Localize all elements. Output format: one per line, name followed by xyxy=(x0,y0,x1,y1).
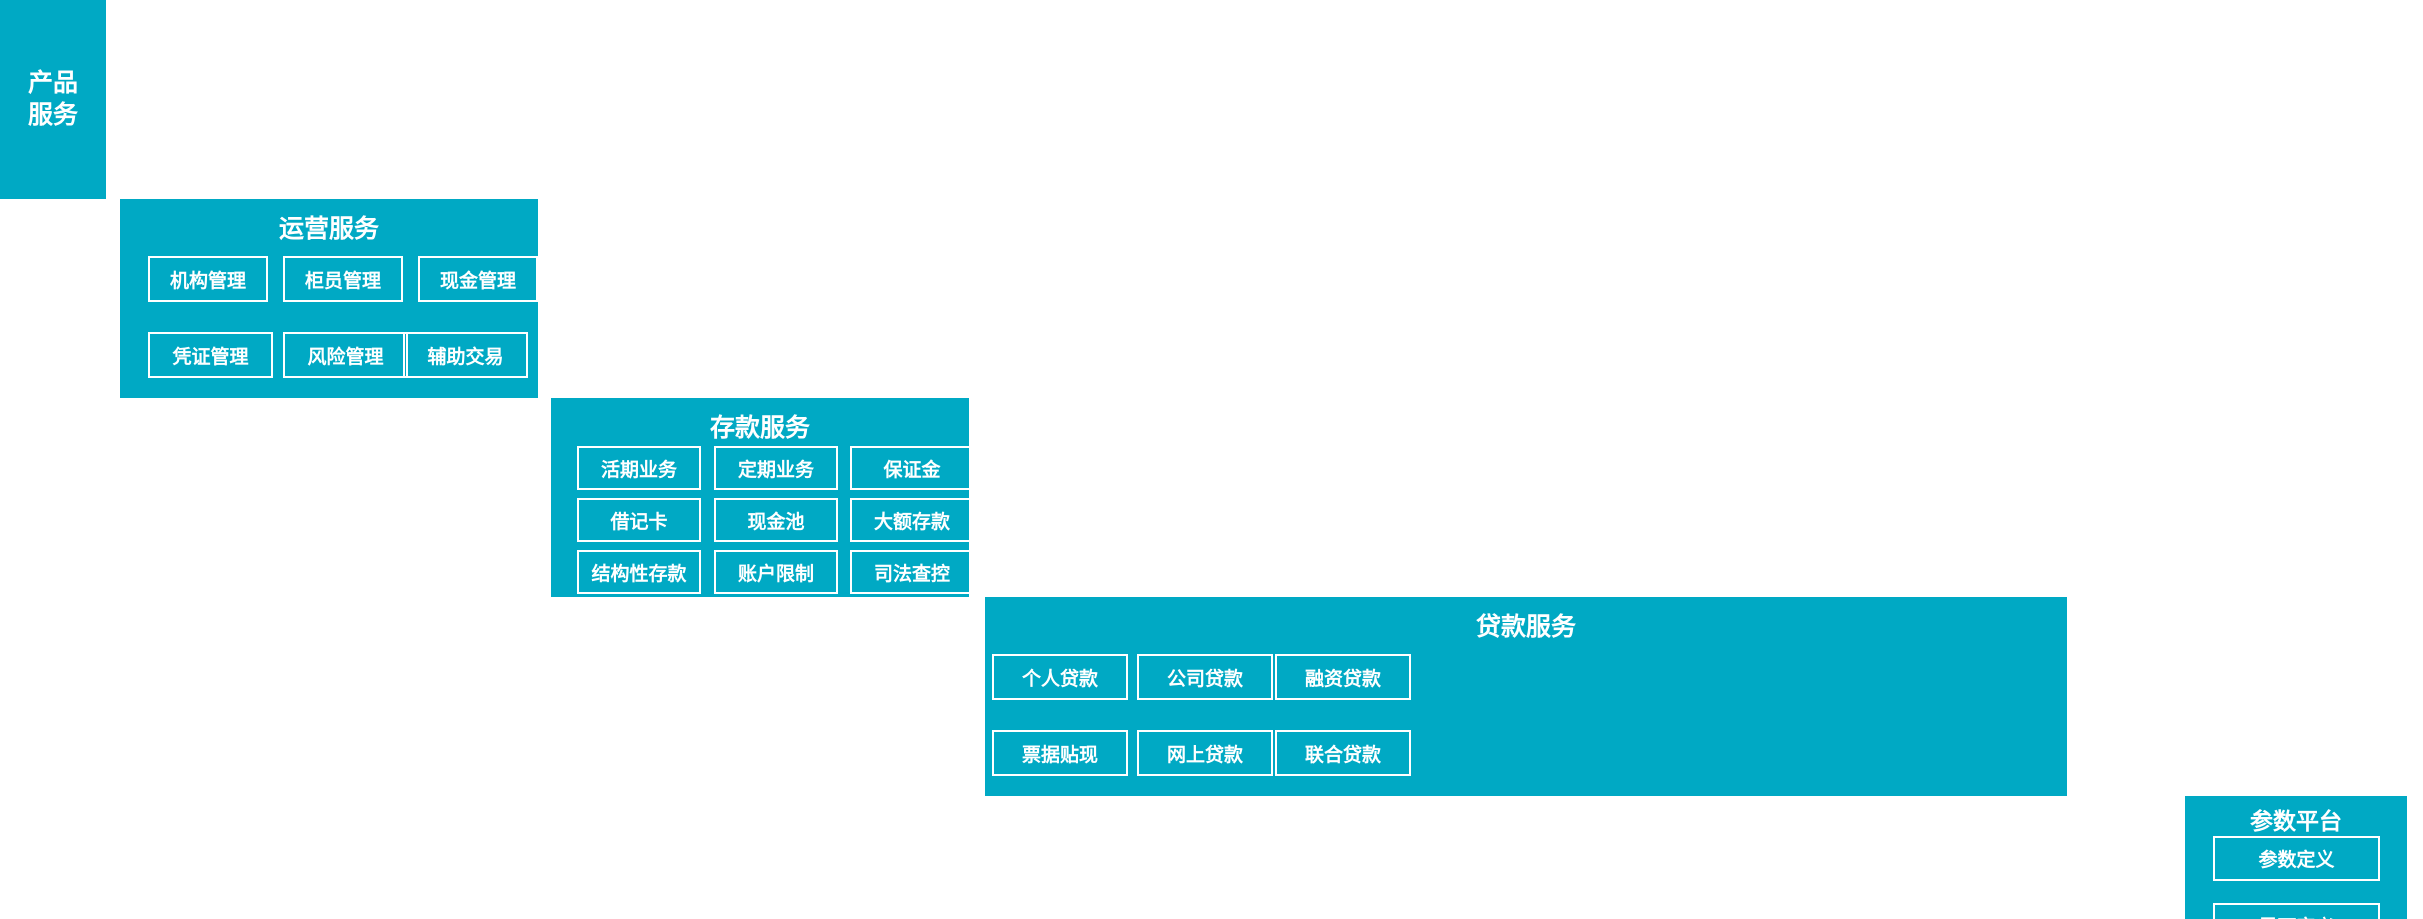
cell-judicial-control[interactable]: 司法查控 xyxy=(850,550,974,594)
cell-cash-pool[interactable]: 现金池 xyxy=(714,498,838,542)
group-loan-service: 贷款服务 个人贷款 公司贷款 融资贷款 票据贴现 网上贷款 联合贷款 xyxy=(985,597,2067,796)
cell-debit-card[interactable]: 借记卡 xyxy=(577,498,701,542)
cell-financing-loan[interactable]: 融资贷款 xyxy=(1275,654,1411,700)
cell-online-loan[interactable]: 网上贷款 xyxy=(1137,730,1273,776)
group-title-operation: 运营服务 xyxy=(278,215,379,243)
cell-corporate-loan[interactable]: 公司贷款 xyxy=(1137,654,1273,700)
group-deposit-service: 存款服务 活期业务 定期业务 保证金 借记卡 现金池 大额存款 结构性存款 账户… xyxy=(551,398,974,597)
cell-account-restriction[interactable]: 账户限制 xyxy=(714,550,838,594)
cell-personal-loan[interactable]: 个人贷款 xyxy=(992,654,1128,700)
cell-org-management[interactable]: 机构管理 xyxy=(148,256,268,302)
cell-bill-discount[interactable]: 票据贴现 xyxy=(992,730,1128,776)
group-title-loan: 贷款服务 xyxy=(1475,613,1576,641)
panel-parameter-platform: 参数平台 参数定义 界面定义 变更管理 流程管理 参数发布 参数对比 xyxy=(2185,796,2407,919)
group-title-deposit: 存款服务 xyxy=(709,414,810,442)
cell-margin-deposit[interactable]: 保证金 xyxy=(850,446,974,490)
cell-teller-management[interactable]: 柜员管理 xyxy=(283,256,403,302)
group-operation-service: 运营服务 机构管理 柜员管理 现金管理 凭证管理 风险管理 辅助交易 xyxy=(120,199,538,398)
cell-auxiliary-transaction[interactable]: 辅助交易 xyxy=(403,332,528,378)
cell-cash-management[interactable]: 现金管理 xyxy=(418,256,538,302)
cell-demand-deposit[interactable]: 活期业务 xyxy=(577,446,701,490)
rail-product-service: 产品 服务 xyxy=(0,0,106,199)
cell-interface-definition[interactable]: 界面定义 xyxy=(2213,903,2380,919)
cell-structured-deposit[interactable]: 结构性存款 xyxy=(577,550,701,594)
cell-risk-management[interactable]: 风险管理 xyxy=(283,332,408,378)
cell-voucher-management[interactable]: 凭证管理 xyxy=(148,332,273,378)
cell-time-deposit[interactable]: 定期业务 xyxy=(714,446,838,490)
cell-large-deposit[interactable]: 大额存款 xyxy=(850,498,974,542)
cell-syndicated-loan[interactable]: 联合贷款 xyxy=(1275,730,1411,776)
panel-title-parameter-platform: 参数平台 xyxy=(2250,808,2342,834)
cell-parameter-definition[interactable]: 参数定义 xyxy=(2213,836,2380,881)
